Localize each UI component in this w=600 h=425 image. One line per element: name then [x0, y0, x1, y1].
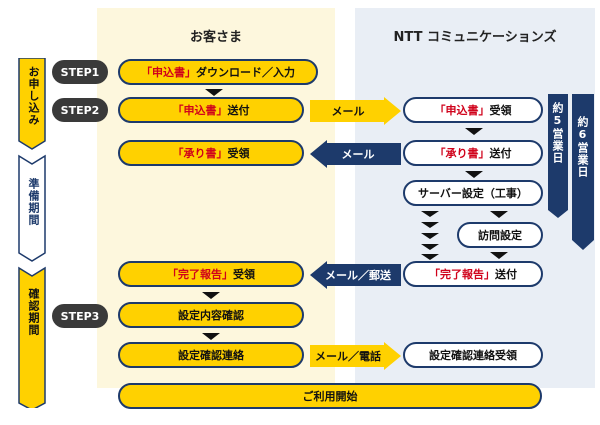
mail-phone-arrow-right [310, 342, 401, 370]
mail-arrow-right [310, 97, 401, 125]
receive-report-action: 受領 [233, 268, 255, 281]
stacked-arrows [421, 211, 439, 260]
download-application-action: ダウンロード／入力 [196, 66, 295, 79]
flow-arrow-down [465, 128, 483, 135]
send-report-box: 「完了報告」送付 [403, 261, 543, 287]
phase-prep-label: 準備期間 [27, 178, 40, 226]
receive-application-doc: 「申込書」 [434, 104, 490, 117]
customer-column-header: お客さま [189, 30, 242, 45]
mail-arrow-left [310, 140, 401, 168]
receive-acceptance-doc: 「承り書」 [172, 147, 228, 160]
receive-report-doc: 「完了報告」 [167, 268, 233, 281]
mail-label-1: メール [331, 105, 365, 118]
five-days-label: 約5営業日 [551, 102, 564, 164]
send-application-doc: 「申込書」 [172, 104, 228, 117]
duration-bars [548, 94, 594, 250]
receive-contact-box: 設定確認連絡受領 [403, 342, 543, 368]
mail-post-label: メール／郵送 [325, 269, 391, 282]
mail-post-arrow-left [310, 261, 401, 289]
receive-acceptance-action: 受領 [227, 147, 250, 160]
send-report-action: 送付 [495, 268, 517, 281]
receive-application-action: 受領 [489, 104, 512, 117]
mail-phone-label: メール／電話 [315, 350, 381, 363]
send-acceptance-action: 送付 [489, 147, 512, 160]
six-days-label: 約6営業日 [576, 116, 589, 178]
send-acceptance-box: 「承り書」送付 [403, 140, 543, 166]
flow-arrow-down [202, 292, 220, 299]
step3-badge: STEP3 [52, 304, 108, 328]
mail-label-2: メール [341, 148, 375, 161]
flow-arrow-down [490, 211, 508, 218]
flow-arrow-down [465, 171, 483, 178]
download-application-doc: 「申込書」 [141, 66, 196, 79]
send-report-doc: 「完了報告」 [429, 268, 495, 281]
provider-column-header: NTT コミュニケーションズ [393, 30, 557, 45]
flow-arrow-down [202, 333, 220, 340]
send-application-box: 「申込書」送付 [118, 97, 304, 123]
send-acceptance-doc: 「承り書」 [434, 147, 490, 160]
phase-chevrons [18, 58, 46, 408]
visit-setup-box: 訪問設定 [457, 222, 543, 248]
receive-report-box: 「完了報告」受領 [118, 261, 304, 287]
server-setup-box: サーバー設定（工事） [403, 180, 543, 206]
receive-application-box: 「申込書」受領 [403, 97, 543, 123]
phase-apply-label: お申し込み [27, 66, 40, 126]
send-application-action: 送付 [227, 104, 250, 117]
flow-arrow-down [205, 89, 223, 96]
check-settings-box: 設定内容確認 [118, 302, 304, 328]
step1-badge: STEP1 [52, 60, 108, 84]
start-service-box: ご利用開始 [118, 383, 542, 409]
phase-confirm-label: 確認期間 [27, 288, 40, 336]
step2-badge: STEP2 [52, 98, 108, 122]
download-application-box: 「申込書」ダウンロード／入力 [118, 59, 318, 85]
flow-arrow-down [490, 252, 508, 259]
contact-settings-box: 設定確認連絡 [118, 342, 304, 368]
receive-acceptance-box: 「承り書」受領 [118, 140, 304, 166]
